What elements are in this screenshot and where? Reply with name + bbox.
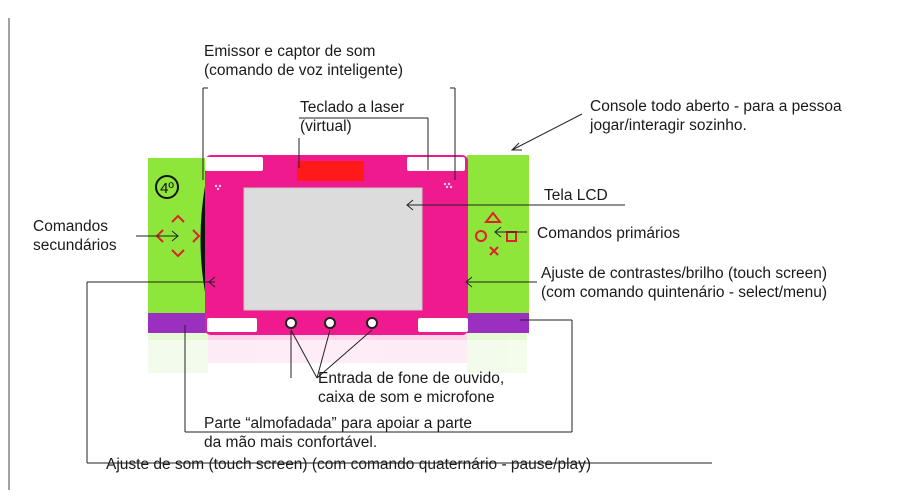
bottom-right-pad [418, 318, 468, 332]
badge-text: 4º [160, 180, 174, 197]
arrows [136, 113, 583, 288]
label-ajuste-som: Ajuste de som (touch screen) (com comand… [106, 456, 592, 473]
label-teclado: Teclado a laser(virtual) [300, 99, 405, 135]
mic-dots-right [443, 182, 453, 189]
label-tela: Tela LCD [544, 187, 608, 204]
label-primarios: Comandos primários [537, 225, 680, 242]
top-right-pad [407, 157, 465, 171]
left-purple-strip [148, 313, 210, 333]
circle-icon [475, 230, 487, 242]
action-buttons-icon [475, 211, 517, 256]
quaternary-badge [155, 175, 179, 199]
label-ajuste-contraste: Ajuste de contrastes/brilho (touch scree… [541, 265, 828, 301]
jack-1 [285, 317, 297, 329]
label-emissor: Emissor e captor de som(comando de voz i… [204, 43, 404, 79]
top-left-pad [205, 157, 263, 171]
mic-dots-left [214, 184, 222, 191]
triangle-icon [483, 211, 503, 223]
laser-keyboard [297, 161, 364, 181]
label-entrada: Entrada de fone de ouvido,caixa de som e… [318, 370, 505, 406]
leader-lines [86, 87, 712, 464]
right-purple-strip [467, 313, 529, 333]
bottom-left-pad [207, 318, 257, 332]
lcd-screen [243, 187, 423, 311]
jack-3 [366, 317, 378, 329]
jack-2 [324, 317, 336, 329]
